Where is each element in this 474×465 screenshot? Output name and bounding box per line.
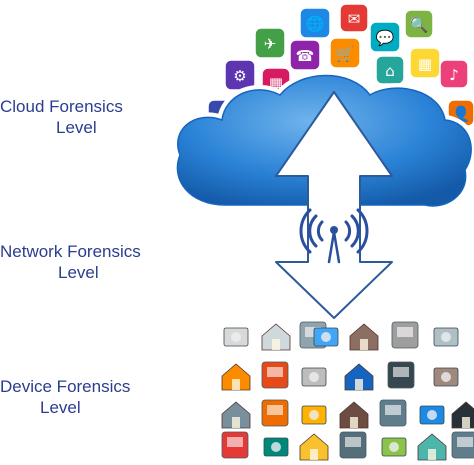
settings-app-icon: ⚙	[224, 59, 256, 91]
svg-text:⚙: ⚙	[233, 67, 246, 85]
svg-text:🛒: 🛒	[336, 45, 355, 63]
house-icon	[349, 323, 379, 351]
svg-text:🌐: 🌐	[306, 15, 325, 33]
washing-machine-icon	[223, 327, 249, 347]
toaster-icon	[261, 361, 289, 389]
lock-icon	[221, 431, 249, 459]
device-level-line1: Device Forensics	[0, 377, 131, 396]
tablet-icon	[344, 363, 374, 391]
airplane-app-icon: ✈	[254, 27, 286, 59]
stick-icon	[451, 431, 474, 459]
circuit-board-icon	[379, 399, 407, 427]
bulb-icon	[299, 433, 329, 461]
chat-app-icon: 💬	[369, 21, 401, 53]
camera-icon	[433, 327, 459, 347]
calendar-app-icon: ▦	[409, 47, 441, 79]
svg-text:🔍: 🔍	[410, 15, 429, 34]
bidirectional-arrow	[275, 91, 393, 319]
mail-app-icon: ✉	[339, 3, 369, 33]
switch-icon	[301, 367, 327, 387]
search-app-icon: 🔍	[404, 9, 434, 39]
cart-app-icon: 🛒	[329, 37, 361, 69]
smartphone-icon	[419, 405, 445, 425]
meter-icon	[417, 433, 447, 461]
svg-text:☎: ☎	[296, 47, 315, 65]
smart-house-icon	[433, 367, 459, 387]
lamp-icon	[301, 405, 327, 425]
cloud-forensics-level-label: Cloud Forensics Level	[0, 96, 180, 138]
fridge-icon	[313, 327, 339, 347]
svg-text:✈: ✈	[264, 35, 277, 53]
globe-app-icon: 🌐	[299, 7, 331, 39]
cloud-level-line1: Cloud Forensics	[0, 97, 123, 116]
wifi-antenna-icon	[299, 208, 369, 264]
svg-text:💬: 💬	[376, 29, 395, 47]
security-camera-icon	[391, 321, 419, 349]
music-app-icon: ♪	[439, 59, 469, 89]
robot-icon	[261, 399, 289, 427]
router-icon	[261, 323, 291, 351]
coffee-machine-icon	[339, 401, 369, 429]
svg-text:✉: ✉	[348, 10, 361, 28]
network-level-line1: Network Forensics	[0, 242, 141, 261]
cloud-level-line2: Level	[56, 118, 97, 137]
network-level-line2: Level	[58, 263, 99, 282]
network-forensics-level-label: Network Forensics Level	[0, 241, 180, 283]
device-forensics-level-label: Device Forensics Level	[0, 376, 180, 418]
home-app-icon: ⌂	[375, 55, 405, 85]
thermostat-icon	[263, 437, 289, 457]
watch-icon	[451, 401, 474, 429]
tv-icon	[387, 361, 415, 389]
laptop-icon	[339, 431, 367, 459]
device-level-line2: Level	[40, 398, 81, 417]
svg-text:⌂: ⌂	[385, 62, 395, 80]
svg-text:♪: ♪	[449, 66, 459, 84]
app-icons-group: 🌐✉✈☎🛒💬🔍▦♪⚙◉👤⌂▦	[207, 3, 474, 131]
phone-app-icon: ☎	[289, 39, 321, 71]
drone-icon	[221, 363, 251, 391]
device-icons-group	[221, 321, 474, 461]
svg-text:▦: ▦	[418, 55, 432, 73]
sensor-icon	[381, 437, 407, 457]
microwave-icon	[221, 401, 251, 429]
